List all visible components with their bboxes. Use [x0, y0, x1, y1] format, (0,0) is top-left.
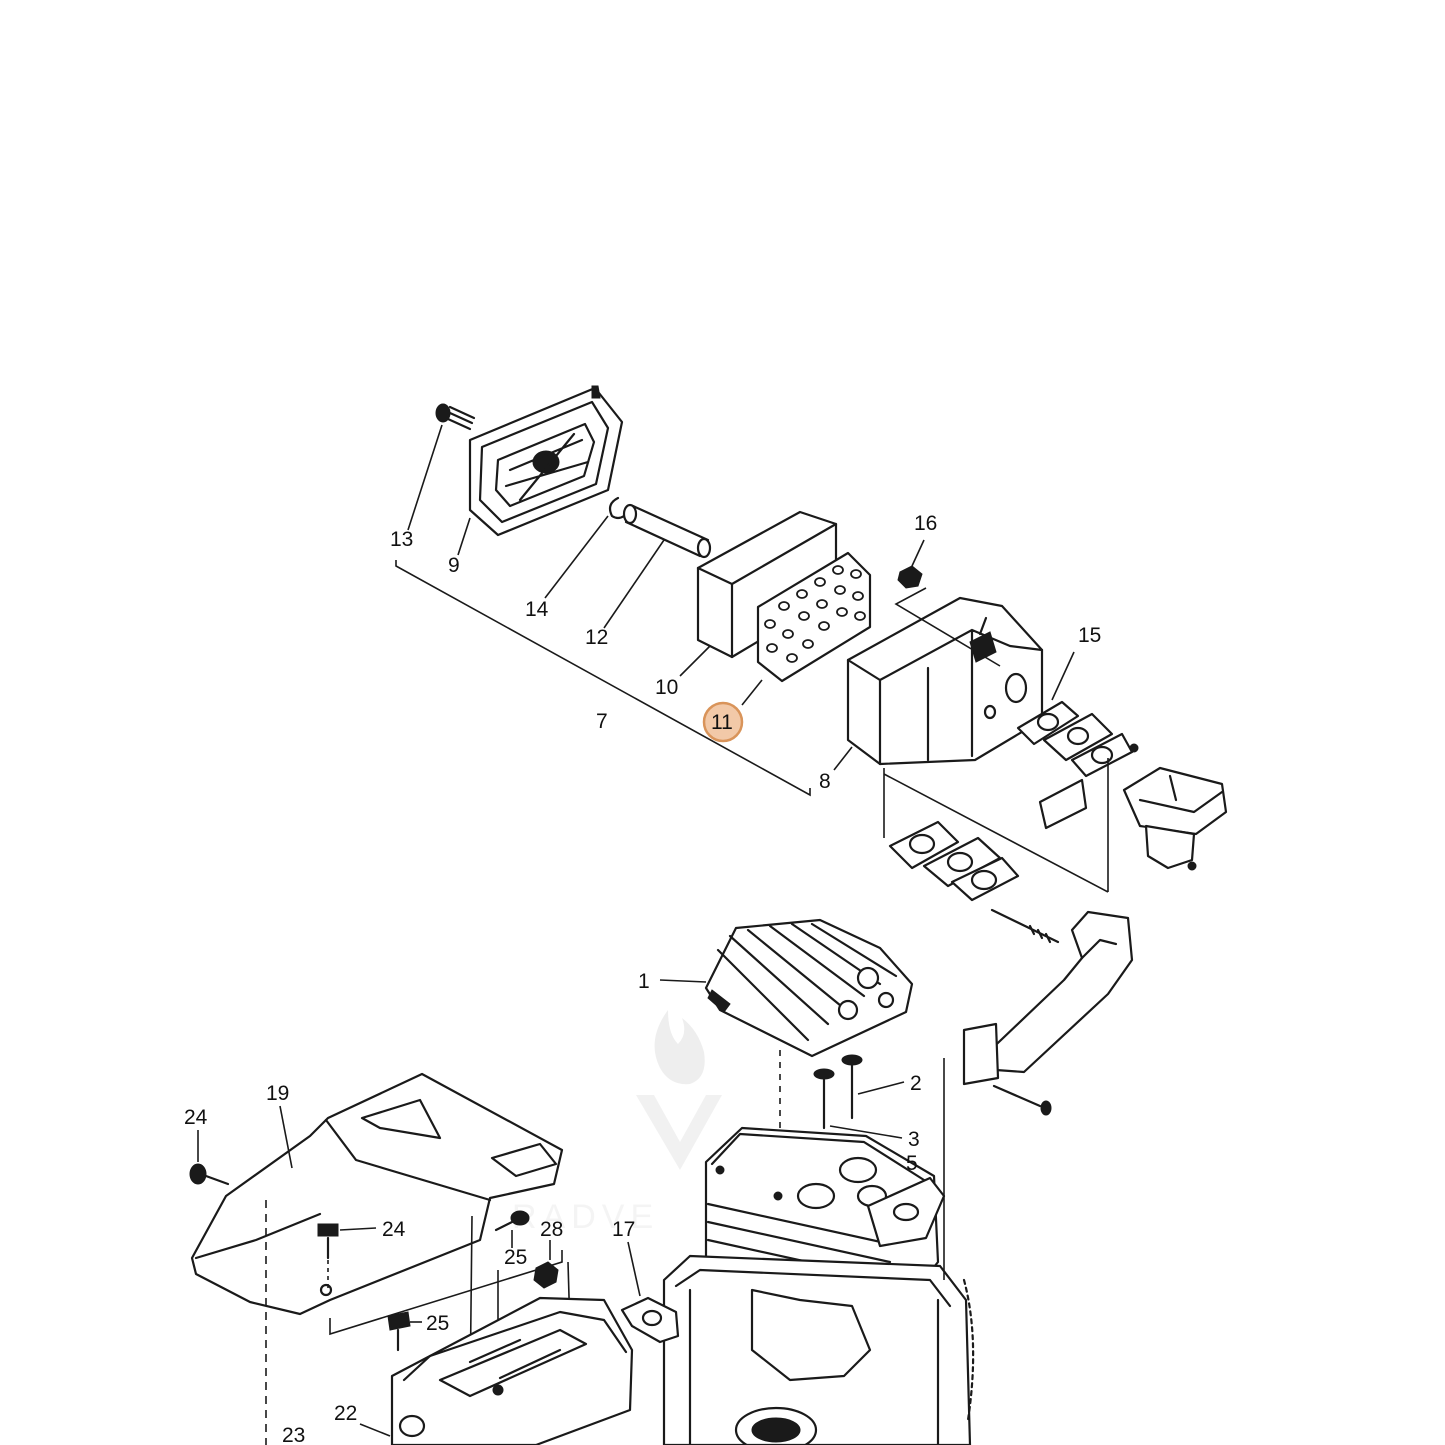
bracket-lower [883, 758, 1109, 893]
carburetor-icon [1122, 743, 1228, 871]
stud-thread [1028, 924, 1052, 944]
callout-28: 28 [540, 1218, 563, 1241]
leader-16 [911, 539, 925, 567]
leader-9 [457, 517, 471, 556]
watermark-logo: RADVE [512, 1010, 722, 1236]
air-cleaner-base-8-icon [846, 596, 1044, 766]
leader-19 [279, 1105, 293, 1169]
leader-22 [359, 1423, 391, 1437]
blower-shroud-19-icon [190, 1072, 564, 1316]
leader-3 [829, 1125, 903, 1139]
group-bracket-shroud [329, 1250, 563, 1336]
callout-19: 19 [266, 1082, 289, 1105]
muffler-icon [390, 1296, 634, 1445]
cylinder-head-1-icon [704, 918, 914, 1058]
leader-17 [627, 1241, 641, 1297]
callout-22: 22 [334, 1402, 357, 1425]
leader-12 [603, 539, 665, 629]
leader-8 [833, 746, 853, 771]
callout-11: 11 [711, 711, 733, 734]
callout-24a: 24 [184, 1106, 208, 1129]
crankcase-icon [662, 1254, 975, 1445]
leader-14 [544, 515, 609, 599]
gaskets-15-icon [1016, 700, 1134, 830]
watermark-text: RADVE [512, 1198, 659, 1236]
clip-14-icon [608, 496, 626, 520]
callout-24b: 24 [382, 1218, 406, 1241]
bolt-right-icon [992, 1084, 1042, 1108]
head-bolts-2-icon [813, 1054, 863, 1130]
callout-14: 14 [525, 598, 549, 621]
group-bracket-7 [395, 560, 811, 797]
callout-13: 13 [390, 528, 413, 551]
leader-10 [679, 645, 711, 677]
leader-11 [741, 679, 763, 706]
screw-25a-icon [494, 1210, 530, 1232]
callout-2: 2 [910, 1072, 922, 1095]
callout-8: 8 [819, 770, 831, 793]
leader-13 [407, 424, 443, 531]
bracket-16 [894, 587, 1001, 667]
intake-gaskets-icon [888, 820, 1020, 902]
callout-5: 5 [906, 1152, 918, 1175]
callout-7: 7 [596, 710, 608, 733]
callout-16: 16 [914, 512, 937, 535]
nut-16-icon [897, 565, 923, 589]
callout-15: 15 [1078, 624, 1101, 647]
callout-9: 9 [448, 554, 460, 577]
air-cleaner-cover-9-icon [468, 385, 624, 537]
baffle-plate-11-icon [756, 551, 872, 683]
cylinder-block-icon [704, 1126, 946, 1302]
callout-23: 23 [282, 1424, 305, 1445]
callout-10: 10 [655, 676, 678, 699]
leader-2 [857, 1081, 905, 1095]
bolt-right-head [1040, 1100, 1052, 1116]
screw-25b-icon [387, 1311, 411, 1352]
callout-1: 1 [638, 970, 650, 993]
gasket-17-icon [620, 1296, 680, 1344]
leader-1 [659, 979, 707, 983]
callout-17: 17 [612, 1218, 635, 1241]
foam-element-10-icon [696, 510, 838, 659]
callout-25a: 25 [504, 1246, 527, 1269]
callout-25b: 25 [426, 1312, 449, 1335]
leader-24b [339, 1227, 377, 1231]
screw-24b-icon [317, 1223, 339, 1260]
intake-tube-icon [962, 910, 1134, 1086]
screw-13-icon [435, 403, 476, 431]
callout-3: 3 [908, 1128, 920, 1151]
nut-28-icon [533, 1261, 559, 1289]
screw-24a-icon [189, 1163, 230, 1186]
tube-12-icon [622, 503, 712, 559]
callout-12: 12 [585, 626, 608, 649]
leader-15 [1051, 651, 1075, 701]
callout-11-highlight [702, 701, 744, 743]
